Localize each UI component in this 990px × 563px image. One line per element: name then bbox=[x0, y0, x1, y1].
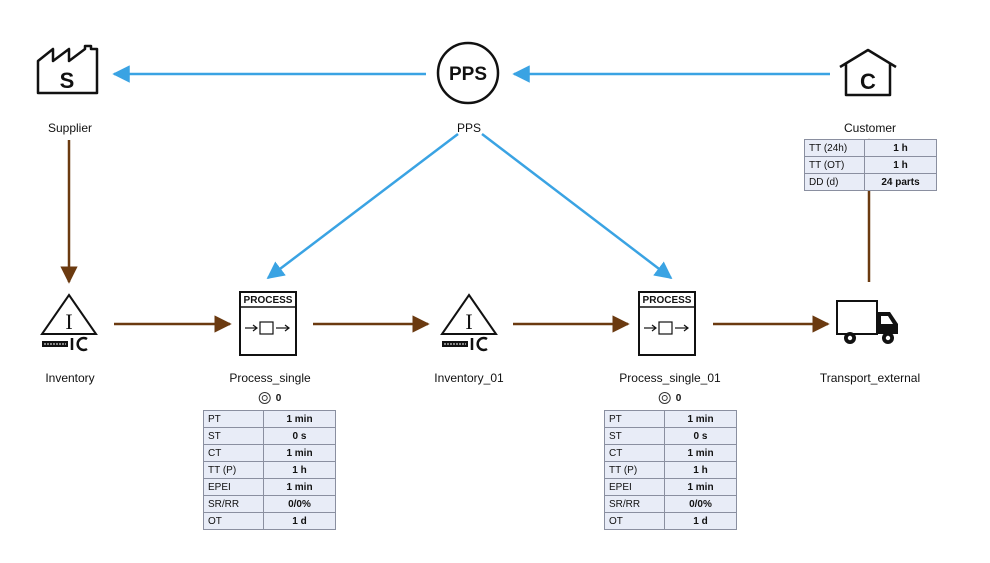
process-single-label: Process_single bbox=[229, 371, 311, 385]
table-value: 0/0% bbox=[664, 495, 737, 513]
table-value: 0 s bbox=[263, 427, 336, 445]
table-key: SR/RR bbox=[604, 495, 665, 513]
triangle-inventory-icon[interactable]: I bbox=[440, 293, 498, 352]
table-row: TT (P)1 h bbox=[203, 461, 336, 479]
table-key: OT bbox=[604, 512, 665, 530]
table-key: OT bbox=[203, 512, 264, 530]
info-flow-pps-to-process-single-01[interactable] bbox=[481, 133, 673, 280]
transport-external-label: Transport_external bbox=[819, 371, 921, 385]
information-flows bbox=[112, 65, 830, 280]
table-key: DD (d) bbox=[804, 173, 865, 191]
table-value: 1 min bbox=[664, 410, 737, 428]
pps-label: PPS bbox=[456, 121, 482, 135]
table-value: 1 d bbox=[263, 512, 336, 530]
table-value: 1 min bbox=[263, 410, 336, 428]
table-value: 1 h bbox=[864, 139, 937, 157]
table-key: ST bbox=[604, 427, 665, 445]
inventory-icon-letter: I bbox=[65, 309, 72, 334]
truck-icon[interactable] bbox=[836, 300, 898, 344]
process-single-01-operator-counter: 0 bbox=[658, 392, 682, 404]
table-key: PT bbox=[604, 410, 665, 428]
table-key: TT (P) bbox=[203, 461, 264, 479]
process-single-operator-counter: 0 bbox=[258, 392, 282, 404]
table-value: 1 h bbox=[864, 156, 937, 174]
table-row: DD (d) 24 parts bbox=[804, 173, 937, 191]
table-value: 0/0% bbox=[263, 495, 336, 513]
house-icon[interactable]: C bbox=[839, 48, 897, 97]
table-key: EPEI bbox=[203, 478, 264, 496]
pps-icon-text: PPS bbox=[449, 64, 487, 85]
customer-icon-letter: C bbox=[860, 69, 876, 94]
inventory-label: Inventory bbox=[45, 371, 95, 385]
process-box-icon[interactable]: PROCESS bbox=[638, 291, 696, 356]
table-key: TT (P) bbox=[604, 461, 665, 479]
supplier-icon-letter: S bbox=[60, 68, 75, 93]
operator-icon bbox=[658, 392, 671, 404]
table-row: TT (24h) 1 h bbox=[804, 139, 937, 157]
table-key: EPEI bbox=[604, 478, 665, 496]
process-single-01-icon-header: PROCESS bbox=[643, 295, 692, 306]
inventory-01-label: Inventory_01 bbox=[434, 371, 504, 385]
info-flow-pps-to-process-single[interactable] bbox=[266, 133, 459, 280]
table-value: 1 min bbox=[664, 478, 737, 496]
table-value: 1 h bbox=[263, 461, 336, 479]
material-flows bbox=[60, 138, 878, 333]
table-value: 1 d bbox=[664, 512, 737, 530]
table-row: TT (P)1 h bbox=[604, 461, 737, 479]
table-value: 1 min bbox=[263, 444, 336, 462]
supplier-label: Supplier bbox=[47, 121, 93, 135]
customer-label: Customer bbox=[843, 121, 897, 135]
table-value: 24 parts bbox=[864, 173, 937, 191]
process-single-01-operator-count: 0 bbox=[675, 392, 682, 404]
table-value: 0 s bbox=[664, 427, 737, 445]
table-value: 1 h bbox=[664, 461, 737, 479]
table-key: TT (24h) bbox=[804, 139, 865, 157]
table-value: 1 min bbox=[664, 444, 737, 462]
table-key: TT (OT) bbox=[804, 156, 865, 174]
triangle-inventory-icon[interactable]: I bbox=[40, 293, 98, 352]
operator-icon bbox=[258, 392, 271, 404]
factory-icon[interactable]: S bbox=[36, 44, 99, 95]
customer-data-table: TT (24h) 1 h TT (OT) 1 h DD (d) 24 parts bbox=[804, 139, 937, 191]
inventory-01-icon-letter: I bbox=[465, 309, 472, 334]
table-key: CT bbox=[604, 444, 665, 462]
circle-pps-icon[interactable]: PPS bbox=[436, 41, 500, 105]
table-value: 1 min bbox=[263, 478, 336, 496]
table-key: CT bbox=[203, 444, 264, 462]
process-box-icon[interactable]: PROCESS bbox=[239, 291, 297, 356]
table-key: SR/RR bbox=[203, 495, 264, 513]
table-row: TT (OT) 1 h bbox=[804, 156, 937, 174]
process-single-icon-header: PROCESS bbox=[244, 295, 293, 306]
table-key: ST bbox=[203, 427, 264, 445]
table-key: PT bbox=[203, 410, 264, 428]
process-single-operator-count: 0 bbox=[275, 392, 282, 404]
process-single-01-label: Process_single_01 bbox=[619, 371, 721, 385]
